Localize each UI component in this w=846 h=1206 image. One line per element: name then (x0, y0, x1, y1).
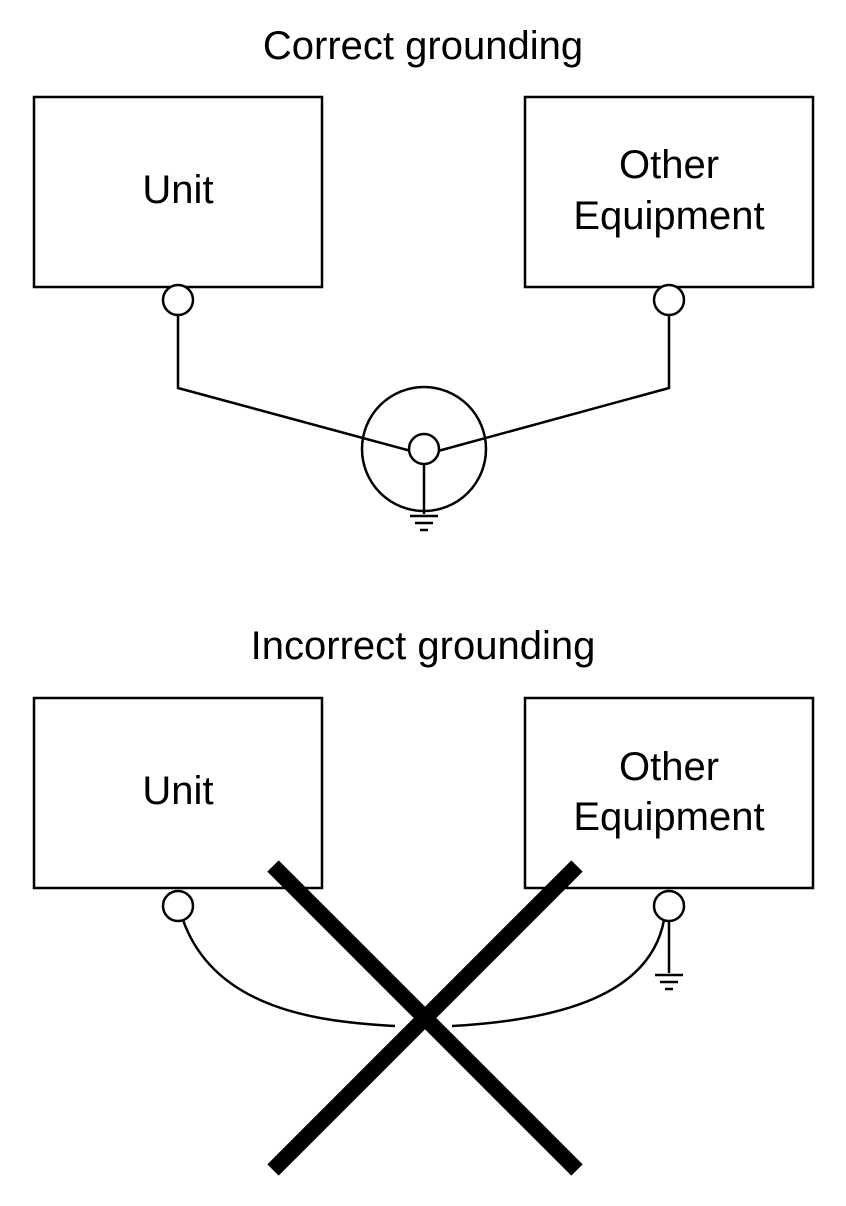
incorrect-cross-mark-icon (267, 860, 583, 1176)
correct-other-equipment-label-line2: Equipment (573, 194, 764, 238)
incorrect-unit-label: Unit (142, 769, 213, 813)
correct-equipment-ground-terminal (652, 283, 686, 317)
incorrect-other-equipment-label-line1: Other (619, 745, 719, 789)
incorrect-unit-box (32, 696, 324, 890)
correct-grounding-title: Correct grounding (263, 24, 583, 68)
correct-grounding-section: Correct grounding Unit Other Equipment (32, 24, 815, 532)
correct-unit-ground-wire (176, 314, 412, 453)
common-ground-terminal (407, 432, 441, 466)
incorrect-grounding-title: Incorrect grounding (251, 624, 596, 668)
incorrect-interconnect-wire-right (451, 919, 666, 1028)
incorrect-earth-ground-icon (655, 973, 683, 991)
incorrect-unit-ground-terminal (161, 889, 195, 923)
correct-unit-ground-terminal (161, 283, 195, 317)
correct-equipment-ground-wire (437, 314, 671, 453)
incorrect-other-equipment-label-line2: Equipment (573, 795, 764, 839)
correct-other-equipment-label-line1: Other (619, 143, 719, 187)
correct-unit-label: Unit (142, 168, 213, 212)
incorrect-grounding-section: Incorrect grounding Unit Other Equipment (32, 624, 815, 1176)
incorrect-equipment-ground-terminal (652, 889, 686, 923)
correct-unit-box (32, 95, 324, 289)
correct-other-equipment-box (523, 95, 815, 289)
incorrect-other-equipment-box (523, 696, 815, 890)
earth-ground-icon (410, 514, 438, 532)
incorrect-interconnect-wire (181, 919, 396, 1028)
